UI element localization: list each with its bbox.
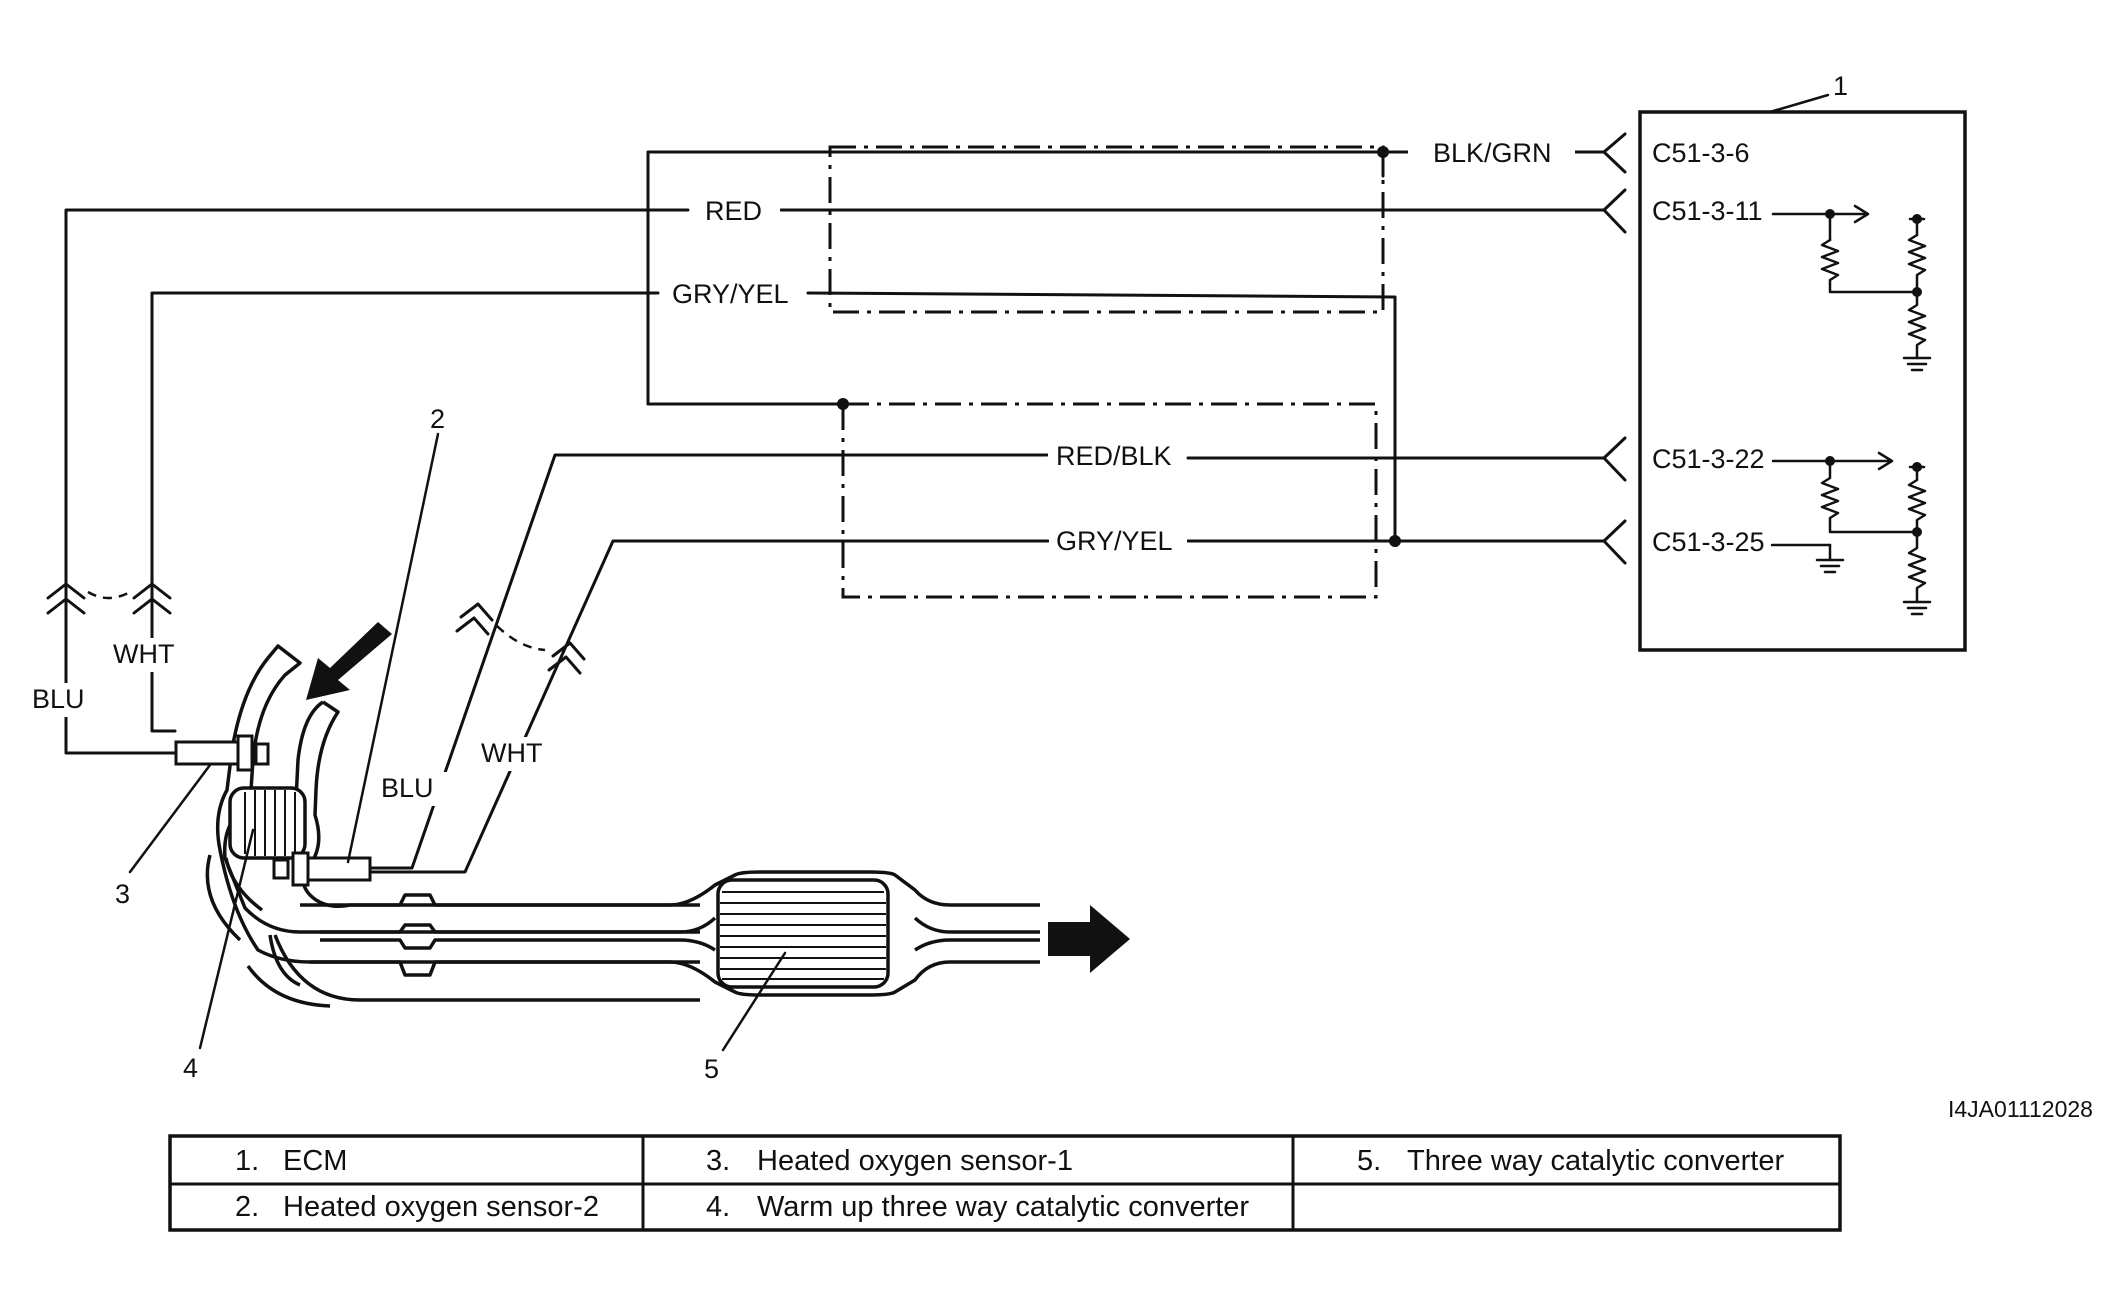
wire-label-blu-1: BLU: [32, 684, 85, 714]
wire-label-wht-2: WHT: [481, 738, 542, 768]
legend-text-catalytic-converter: Three way catalytic converter: [1407, 1145, 1784, 1177]
wire-label-blk-grn: BLK/GRN: [1433, 138, 1552, 168]
terminal-labels: C51-3-6 C51-3-11 C51-3-22 C51-3-25: [1652, 138, 1765, 557]
exhaust-manifold: [205, 644, 700, 1008]
connector-sensor-2: [455, 602, 586, 675]
ecm-connector-chevrons: [1602, 132, 1627, 565]
legend-text-sensor-1: Heated oxygen sensor-1: [757, 1145, 1073, 1177]
legend-num-5: 5.: [1357, 1145, 1381, 1177]
legend-text-sensor-2: Heated oxygen sensor-2: [283, 1191, 599, 1223]
wire-harness: [64, 150, 1606, 874]
legend-text-ecm: ECM: [283, 1145, 347, 1177]
terminal-c51-3-11: C51-3-11: [1652, 196, 1763, 226]
wire-label-wht-1: WHT: [113, 639, 174, 669]
splice-dot: [1377, 146, 1389, 158]
legend-num-1: 1.: [235, 1145, 259, 1177]
terminal-c51-3-25: C51-3-25: [1652, 527, 1765, 557]
ecm-internal-circuit-1: [1771, 204, 1932, 372]
callout-1: 1: [1833, 71, 1848, 101]
wire-label-gry-yel-2: GRY/YEL: [1056, 526, 1173, 556]
ecm-internal-circuit-2: [1770, 451, 1932, 616]
wire-label-blu-2: BLU: [381, 773, 434, 803]
terminal-c51-3-22: C51-3-22: [1652, 444, 1765, 474]
splice-dot: [1389, 535, 1401, 547]
shield-sensor-1: [828, 145, 1385, 314]
ecm-callout-leader: [1768, 93, 1830, 114]
wire-label-red: RED: [705, 196, 762, 226]
wire-label-gry-yel-1: GRY/YEL: [672, 279, 789, 309]
shield-sensor-2: [841, 402, 1378, 599]
legend-num-3: 3.: [706, 1145, 730, 1177]
callout-5: 5: [704, 1054, 719, 1084]
callout-2: 2: [430, 404, 445, 434]
callouts: 2 3 4 5: [115, 404, 787, 1084]
exhaust-inlet-arrow-icon: [306, 622, 392, 700]
connector-sensor-1: [46, 582, 172, 615]
wire-labels: BLK/GRN RED GRY/YEL RED/BLK GRY/YEL BLU …: [28, 136, 1575, 806]
heated-oxygen-sensor-1: [174, 734, 270, 772]
ecm-box: [1638, 110, 1967, 652]
callout-4: 4: [183, 1053, 198, 1083]
figure-code: I4JA01112028: [1948, 1096, 2093, 1122]
wire-label-red-blk: RED/BLK: [1056, 441, 1172, 471]
heated-oxygen-sensor-2: [272, 851, 372, 887]
three-way-catalytic-converter: [716, 878, 890, 989]
legend-num-2: 2.: [235, 1191, 259, 1223]
exhaust-outlet-arrow-icon: [1048, 905, 1130, 973]
splice-dot: [837, 398, 849, 410]
legend-table: 1. ECM 3. Heated oxygen sensor-1 5. Thre…: [168, 1134, 1842, 1232]
legend-text-warm-up-converter: Warm up three way catalytic converter: [757, 1191, 1249, 1223]
warm-up-converter: [228, 786, 307, 860]
callout-3: 3: [115, 879, 130, 909]
legend-num-4: 4.: [706, 1191, 730, 1223]
terminal-c51-3-6: C51-3-6: [1652, 138, 1750, 168]
